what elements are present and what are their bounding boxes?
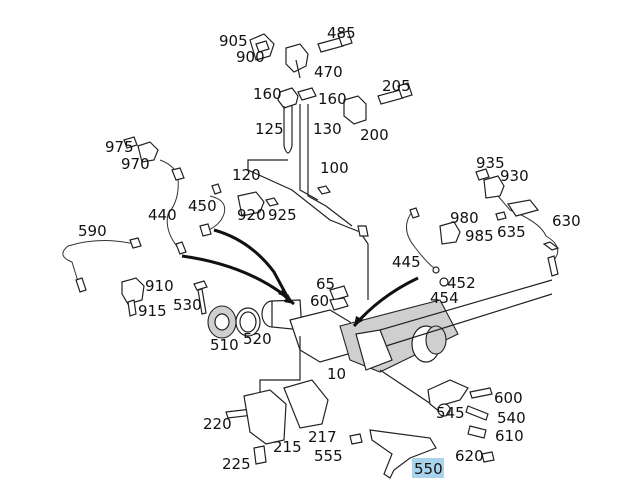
label-935: 935: [476, 154, 505, 172]
label-445: 445: [392, 253, 421, 271]
part-910-bracket: [121, 277, 145, 305]
label-440: 440: [148, 206, 177, 224]
part-550-hanger-arm: [369, 429, 437, 479]
label-215: 215: [273, 438, 302, 456]
label-630: 630: [552, 212, 581, 230]
part-100-120-pressure-pipes: [247, 159, 369, 300]
label-130: 130: [313, 120, 342, 138]
part-620-bolt: [481, 451, 495, 463]
label-454: 454: [430, 289, 459, 307]
label-510: 510: [210, 336, 239, 354]
part-970-bracket: [137, 141, 159, 163]
label-900: 900: [236, 48, 265, 66]
label-452: 452: [447, 274, 476, 292]
part-930-bracket: [483, 175, 505, 199]
label-550: 550: [414, 460, 443, 478]
part-200-bracket: [343, 95, 367, 125]
label-600: 600: [494, 389, 523, 407]
label-125: 125: [255, 120, 284, 138]
label-590: 590: [78, 222, 107, 240]
part-915-bolt: [127, 299, 137, 317]
part-555-nut: [349, 433, 363, 445]
label-620: 620: [455, 447, 484, 465]
leader-lines: [181, 228, 419, 327]
label-60: 60: [310, 292, 329, 310]
part-530-bolt: [193, 280, 208, 315]
part-160-clamp-right: [297, 87, 317, 101]
label-915: 915: [138, 302, 167, 320]
part-60-bracket: [329, 297, 349, 311]
part-65-clamp: [329, 285, 349, 301]
part-600-bolt: [469, 387, 493, 399]
part-985-bracket: [439, 221, 461, 245]
label-910: 910: [145, 277, 174, 295]
part-160-clamp-left: [277, 87, 299, 109]
label-205: 205: [382, 77, 411, 95]
part-635-clip: [495, 211, 507, 221]
label-120: 120: [232, 166, 261, 184]
part-125-hose: [283, 106, 293, 154]
highlight-550: [412, 458, 444, 478]
part-610-nut: [467, 425, 487, 439]
part-630-sensor-wire: [497, 195, 560, 277]
part-205-bolt: [377, 82, 413, 105]
part-440-sensor-wire: [159, 159, 187, 255]
part-470-bracket: [285, 43, 309, 79]
part-545-hanger: [427, 379, 469, 417]
label-10: 10: [327, 365, 346, 383]
label-65: 65: [316, 275, 335, 293]
label-970: 970: [121, 155, 150, 173]
label-100: 100: [320, 159, 349, 177]
label-530: 530: [173, 296, 202, 314]
label-920: 920: [237, 206, 266, 224]
label-635: 635: [497, 223, 526, 241]
part-225-bolt: [253, 445, 267, 465]
label-485: 485: [327, 24, 356, 42]
label-160a: 160: [253, 85, 282, 103]
label-520: 520: [243, 330, 272, 348]
label-160b: 160: [318, 90, 347, 108]
label-217: 217: [308, 428, 337, 446]
part-215-bracket: [243, 389, 287, 445]
part-980-sensor: [406, 207, 435, 269]
part-935-connector: [475, 168, 490, 181]
callout-labels: 905 485 900 470 205 160 160 125 130 200 …: [78, 24, 581, 478]
part-925-nut: [265, 197, 279, 207]
part-130-hose: [299, 104, 309, 180]
label-220: 220: [203, 415, 232, 433]
label-450: 450: [188, 197, 217, 215]
label-975: 975: [105, 138, 134, 156]
label-985: 985: [465, 227, 494, 245]
part-590-sensor-wire: [62, 237, 142, 293]
part-10-exhaust-assembly: [259, 279, 553, 411]
label-930: 930: [500, 167, 529, 185]
label-200: 200: [360, 126, 389, 144]
label-555: 555: [314, 447, 343, 465]
part-452-454-nut: [432, 266, 449, 287]
label-905: 905: [219, 32, 248, 50]
label-540: 540: [497, 409, 526, 427]
part-920-bracket: [237, 191, 265, 217]
label-925: 925: [268, 206, 297, 224]
part-217-bracket: [283, 379, 329, 429]
part-905-connector: [249, 33, 275, 61]
part-510-flange: [207, 305, 237, 339]
part-485-bolt: [317, 30, 353, 53]
part-520-gasket: [235, 307, 261, 337]
label-225: 225: [222, 455, 251, 473]
part-540-clamp: [465, 405, 489, 421]
part-975-connector: [123, 136, 138, 149]
label-545: 545: [436, 404, 465, 422]
label-610: 610: [495, 427, 524, 445]
part-450-sensor: [199, 183, 226, 237]
label-980: 980: [450, 209, 479, 227]
label-470: 470: [314, 63, 343, 81]
